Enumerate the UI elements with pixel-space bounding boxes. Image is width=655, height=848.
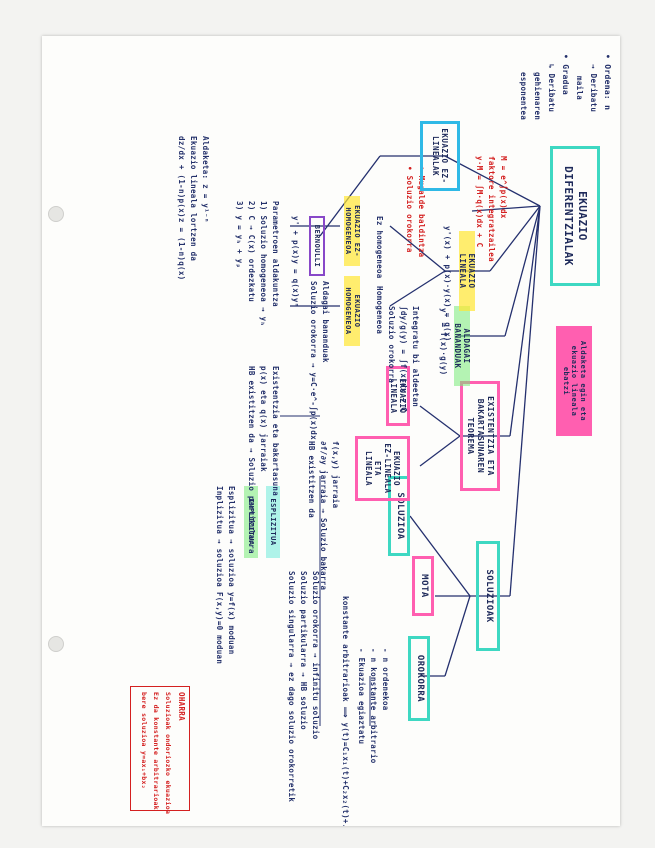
bernoulli-line: Aldaketa: z = y¹⁻ⁿ xyxy=(201,136,210,223)
mota-line: Soluzio partikularra → HB soluzio xyxy=(299,571,308,730)
red-note: y·M = ∫M·q(x)dx + C xyxy=(475,156,484,248)
bernoulli-line: Ekuazio lineala lortzen da xyxy=(189,136,198,262)
ekuazio-lineala-node: EKUAZIO LINEALA xyxy=(458,231,476,311)
orokorra-line: konstante arbitrarioak ⟹ y(t)=C₁x₁(t)+C₂… xyxy=(341,596,350,826)
orden-item: • Gradua xyxy=(561,54,570,95)
soluzioa-line: Esplizitua → soluzioa y=f(x) moduan xyxy=(227,486,236,655)
homogeneoa-node: EKUAZIO HOMOGENEOA xyxy=(344,276,361,346)
red-note: • Soluzio orokorra xyxy=(405,166,414,253)
homogeneoa-branch-label: Homogeneoa xyxy=(375,286,384,335)
aldagai-node: ALDAGAI BANANDUAK xyxy=(453,306,471,386)
lineala-line: Existentzia eta bakartasuna xyxy=(271,366,280,497)
connector-lines xyxy=(280,155,541,726)
existentzia-node: EXISTENTZIA ETA BAKARTASUNAREN TEOREMA xyxy=(460,381,500,491)
orokorra-line: - Ekuazioa egiaztatu xyxy=(357,648,366,745)
ez-homogeneoa-node: EKUAZIO EZ-HOMOGENEOA xyxy=(344,196,361,266)
red-note: faktore integratzailea xyxy=(487,156,496,262)
orden-title: • Ordena: n xyxy=(603,54,612,111)
ez-lineala-node: EKUAZIO EZ-LINEALA ETA LINEALA xyxy=(355,436,410,501)
concept-map: • Ordena: n → Deribatu maila • Gradua ↳ … xyxy=(42,36,620,826)
homogeneoa-line: Soluzio orokorra → y=C·e^-∫p(x)dx xyxy=(309,281,318,440)
ez-linealak-node: EKUAZIO EZ-LINEALAK xyxy=(420,121,460,191)
esplizitua-tag: ESPLIZITUA xyxy=(266,486,280,558)
ez-lineala-line: ∂f/∂y jarraia → Soluzio bakarra xyxy=(319,441,328,591)
lineala-line: HB existitzen da → Soluzio partikularra xyxy=(247,366,256,554)
paper-sheet: • Ordena: n → Deribatu maila • Gradua ↳ … xyxy=(42,36,620,826)
ez-homogeneoa-line: 2) C → C(x) ordezkatu xyxy=(247,201,256,303)
bernoulli-line: dz/dx + (1-n)p(x)z = (1-n)q(x) xyxy=(177,136,186,281)
ez-lineala-line: HB existitzen da xyxy=(307,441,316,519)
bernoulli-node: BERNOULLI xyxy=(309,216,325,276)
ez-lineala-line: f(x,y) jarraia xyxy=(331,441,340,509)
orden-item: esponentea xyxy=(519,72,528,121)
mota-line: Soluzio orokorra → infinitu soluzio xyxy=(311,571,320,740)
orokorra-line: - n konstante arbitrario xyxy=(369,648,378,764)
homogeneoa-line: Aldagai bananduak xyxy=(321,281,330,363)
orokorra-line: - n ordenekoa xyxy=(381,648,390,711)
ez-homogeneoa-line: Parametroen aldakuntza xyxy=(271,201,280,307)
ekuazio-lineala-formula: y'(x) + p(x)·y(x) = q(x) xyxy=(443,226,452,342)
root-node: EKUAZIO DIFERENTZIALAK xyxy=(550,146,600,286)
oharra-label: OHARRA xyxy=(177,692,186,721)
mota-node: MOTA xyxy=(412,556,434,616)
soluzioak-node: SOLUZIOAK xyxy=(476,541,500,651)
ez-homogeneoa-line: 1) Soluzio homogeneoa → yₕ xyxy=(259,201,268,327)
orden-item: ↳ Deribatu xyxy=(547,64,556,113)
aldagai-line: ∫dy/g(y) = ∫f(x)dx + C xyxy=(399,306,408,412)
aldagai-line: Soluzio orokorra xyxy=(387,306,396,384)
orden-item: gehienaren xyxy=(533,72,542,121)
bernoulli-line: y' + p(x)y = q(x)yⁿ xyxy=(291,216,300,308)
soluzioa-line: Inplizitua → soluzioa F(x,y)=0 moduan xyxy=(215,486,224,665)
ez-homogeneoa-branch-label: Ez homogeneoa xyxy=(375,216,384,279)
oharra-line: bere soluzioa y=ax₁+bx₂ xyxy=(140,692,148,789)
pink-note: Aldaketa egin eta ekuazio lineala ebatzi xyxy=(556,326,592,436)
orokorra-node: OROKORRA xyxy=(408,636,430,721)
lineala-line: p(x) eta q(x) jarraiak xyxy=(259,366,268,472)
orden-notes: • Ordena: n → Deribatu maila • Gradua ↳ … xyxy=(514,54,612,120)
orden-item: → Deribatu xyxy=(589,64,598,113)
mota-line: Soluzio singularra → ez dago soluzio oro… xyxy=(287,571,296,803)
aldagai-line: Integratu bi aldeetan xyxy=(411,306,420,408)
oharra-line: Ez da konstante arbitrarioak xyxy=(152,692,160,810)
oharra-line: Soluzioak ondoriozko ekuazioa xyxy=(164,692,172,815)
red-note: M = e^∫p(x)dx xyxy=(499,156,508,219)
ez-homogeneoa-line: 3) y = yₕ + yₚ xyxy=(235,201,244,269)
orden-item: maila xyxy=(575,76,584,101)
